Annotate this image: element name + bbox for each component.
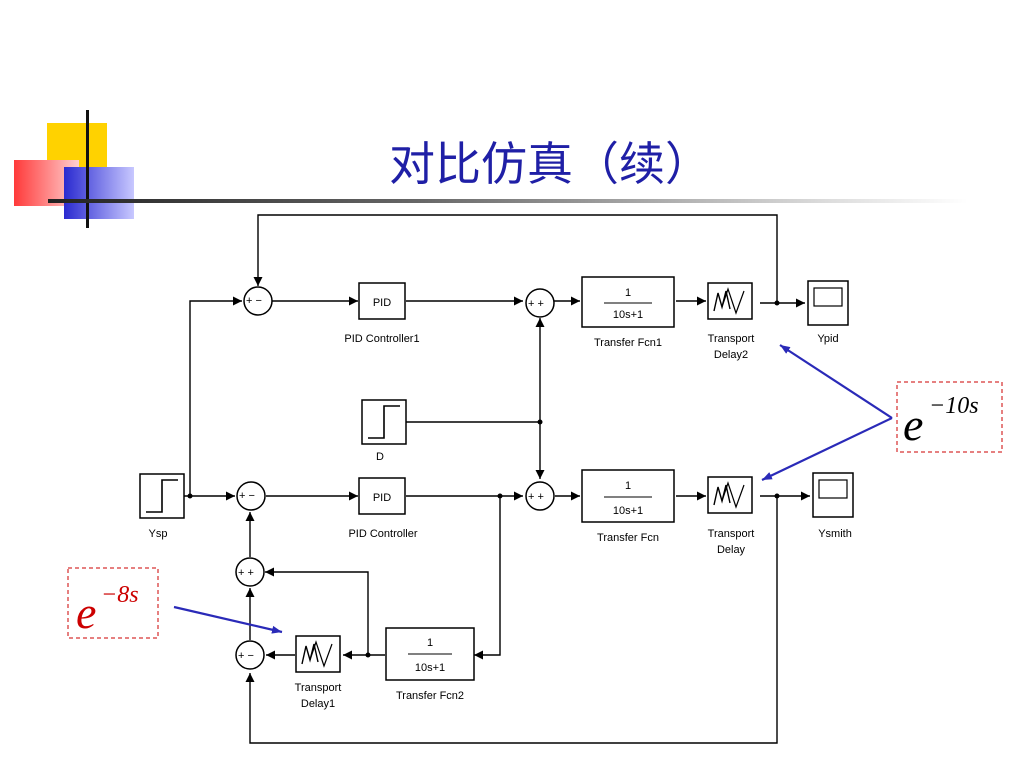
tf-num: 1	[625, 480, 631, 492]
delay2-label1: Transport	[708, 333, 755, 345]
delay-icon	[707, 476, 753, 514]
ypid-label: Ypid	[817, 333, 838, 345]
sum-6-signs: + −	[238, 650, 254, 662]
ypid-scope-block: Ypid	[807, 280, 849, 345]
signal-lines	[184, 214, 810, 744]
delay8-exp: −8s	[101, 582, 139, 608]
callout-delay10: e −10s	[896, 381, 1003, 453]
scope-icon	[807, 280, 849, 326]
tf-den: 10s+1	[613, 505, 643, 517]
step-icon	[361, 399, 407, 445]
callout-delay8: e −8s	[67, 567, 159, 639]
deco-blue-square	[64, 167, 134, 219]
tf1-label: Transfer Fcn1	[594, 337, 662, 349]
ysmith-scope-block: Ysmith	[812, 472, 854, 540]
ysp-step-block: Ysp	[139, 473, 185, 540]
sum-2-signs: + +	[528, 298, 544, 310]
pid-controller1-block: PID PID Controller1	[344, 282, 420, 345]
arrow-to-delay2	[779, 344, 893, 419]
delay1-icon	[295, 635, 341, 673]
delay1-label1: Transport	[295, 682, 342, 694]
sum-5-signs: + +	[238, 567, 254, 579]
tf2-den: 10s+1	[415, 662, 445, 674]
tf2-num: 1	[427, 637, 433, 649]
deco-horizontal-rule	[48, 199, 968, 203]
tf1-den: 10s+1	[613, 309, 643, 321]
d-step-block: D	[361, 399, 407, 463]
transfer-fcn2-block: 1 10s+1 Transfer Fcn2	[385, 627, 475, 702]
delay-label1: Transport	[708, 528, 755, 540]
delay2-icon	[707, 282, 753, 320]
transport-delay-block: Transport Delay	[707, 476, 755, 556]
sum-block-1	[243, 286, 273, 316]
ysp-label: Ysp	[149, 528, 168, 540]
pid-text: PID	[373, 492, 391, 504]
arrow-to-delay	[761, 417, 893, 481]
ysmith-label: Ysmith	[818, 528, 852, 540]
sum-block-2	[525, 288, 555, 318]
deco-vertical-line	[86, 110, 89, 228]
sum-block-5	[235, 557, 265, 587]
sum-1-signs: + −	[246, 295, 262, 307]
scope-icon	[812, 472, 854, 518]
sum-4-signs: + +	[528, 491, 544, 503]
pointer-arrows	[173, 344, 893, 634]
pid1-text: PID	[373, 297, 391, 309]
d-label: D	[376, 451, 384, 463]
sum-block-4	[525, 481, 555, 511]
transfer-fcn-block: 1 10s+1 Transfer Fcn	[581, 469, 675, 544]
tf-label: Transfer Fcn	[597, 532, 659, 544]
sum-block-6	[235, 640, 265, 670]
step-icon	[139, 473, 185, 519]
transport-delay1-block: Transport Delay1	[295, 635, 342, 710]
tf2-label: Transfer Fcn2	[396, 690, 464, 702]
sum-3-signs: + −	[239, 490, 255, 502]
tf1-num: 1	[625, 287, 631, 299]
delay10-base: e	[903, 399, 923, 450]
sum-signs: + − + + + − + + + + + −	[238, 295, 544, 662]
transport-delay2-block: Transport Delay2	[707, 282, 755, 361]
sum-blocks	[235, 286, 555, 670]
delay10-exp: −10s	[929, 393, 979, 419]
delay-label2: Delay	[717, 544, 746, 556]
slide-title: 对比仿真（续）	[389, 137, 711, 191]
transfer-fcn1-block: 1 10s+1 Transfer Fcn1	[581, 276, 675, 349]
delay2-label2: Delay2	[714, 349, 748, 361]
arrow-to-delay1	[173, 605, 283, 634]
delay1-label2: Delay1	[301, 698, 335, 710]
pid1-label: PID Controller1	[344, 333, 419, 345]
junction-dots	[187, 300, 780, 658]
pid-label: PID Controller	[348, 528, 417, 540]
delay8-base: e	[76, 587, 96, 638]
sum-block-3	[236, 481, 266, 511]
pid-controller-block: PID PID Controller	[348, 477, 418, 540]
